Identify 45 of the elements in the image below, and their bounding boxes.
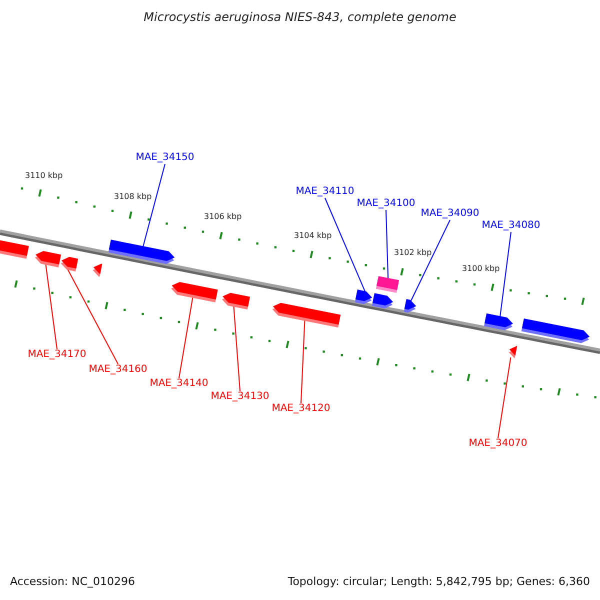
scale-label: 3108 kbp [114,192,152,202]
scale-label: 3100 kbp [462,264,500,274]
leader-line [498,356,512,438]
gene-feature [60,255,78,271]
gene-label: MAE_34080 [482,220,540,232]
gene-feature [521,318,591,344]
gene-label: MAE_34130 [210,391,270,403]
gene-label: MAE_34070 [468,438,528,450]
gene-label: MAE_34170 [28,349,86,361]
footer-text: Accession: NC_010296 [10,575,136,588]
footer-text: Topology: circular; Length: 5,842,795 bp; Genes: 6,360 [288,575,590,588]
gene-label: MAE_34120 [272,403,330,415]
scale-label: 3102 kbp [394,248,432,258]
leader-line [67,268,118,364]
title: Microcystis aeruginosa NIES-843, complete genome [142,11,458,24]
leader-line [142,164,166,248]
gene-feature [507,344,517,358]
leader-line [386,210,389,280]
gene-feature [92,262,102,276]
scale-label: 3110 kbp [25,171,63,181]
leader-line [324,198,366,292]
gene-feature [484,312,514,332]
leader-line [410,220,450,302]
scale-label: 3104 kbp [294,231,332,241]
leader-line [233,306,240,392]
gene-feature [403,298,417,314]
gene-label: MAE_34140 [150,378,208,390]
leader-line [300,320,306,404]
scale-label: 3106 kbp [204,212,242,222]
gene-feature [220,290,250,310]
gene-label: MAE_34090 [420,208,480,220]
gene-feature [0,238,29,258]
gene-feature [271,300,341,328]
gene-feature [108,239,176,265]
leader-line [178,296,194,378]
gene-feature-block [375,276,399,292]
gene-label: MAE_34110 [296,186,354,198]
gene-feature [372,292,394,310]
gene-label: MAE_34160 [88,364,148,376]
gene-label: MAE_34100 [356,198,416,210]
gene-label: MAE_34150 [136,152,194,164]
gene-feature [354,289,374,305]
gene-feature [170,280,218,302]
leader-line [500,232,512,318]
leader-line [45,264,58,350]
